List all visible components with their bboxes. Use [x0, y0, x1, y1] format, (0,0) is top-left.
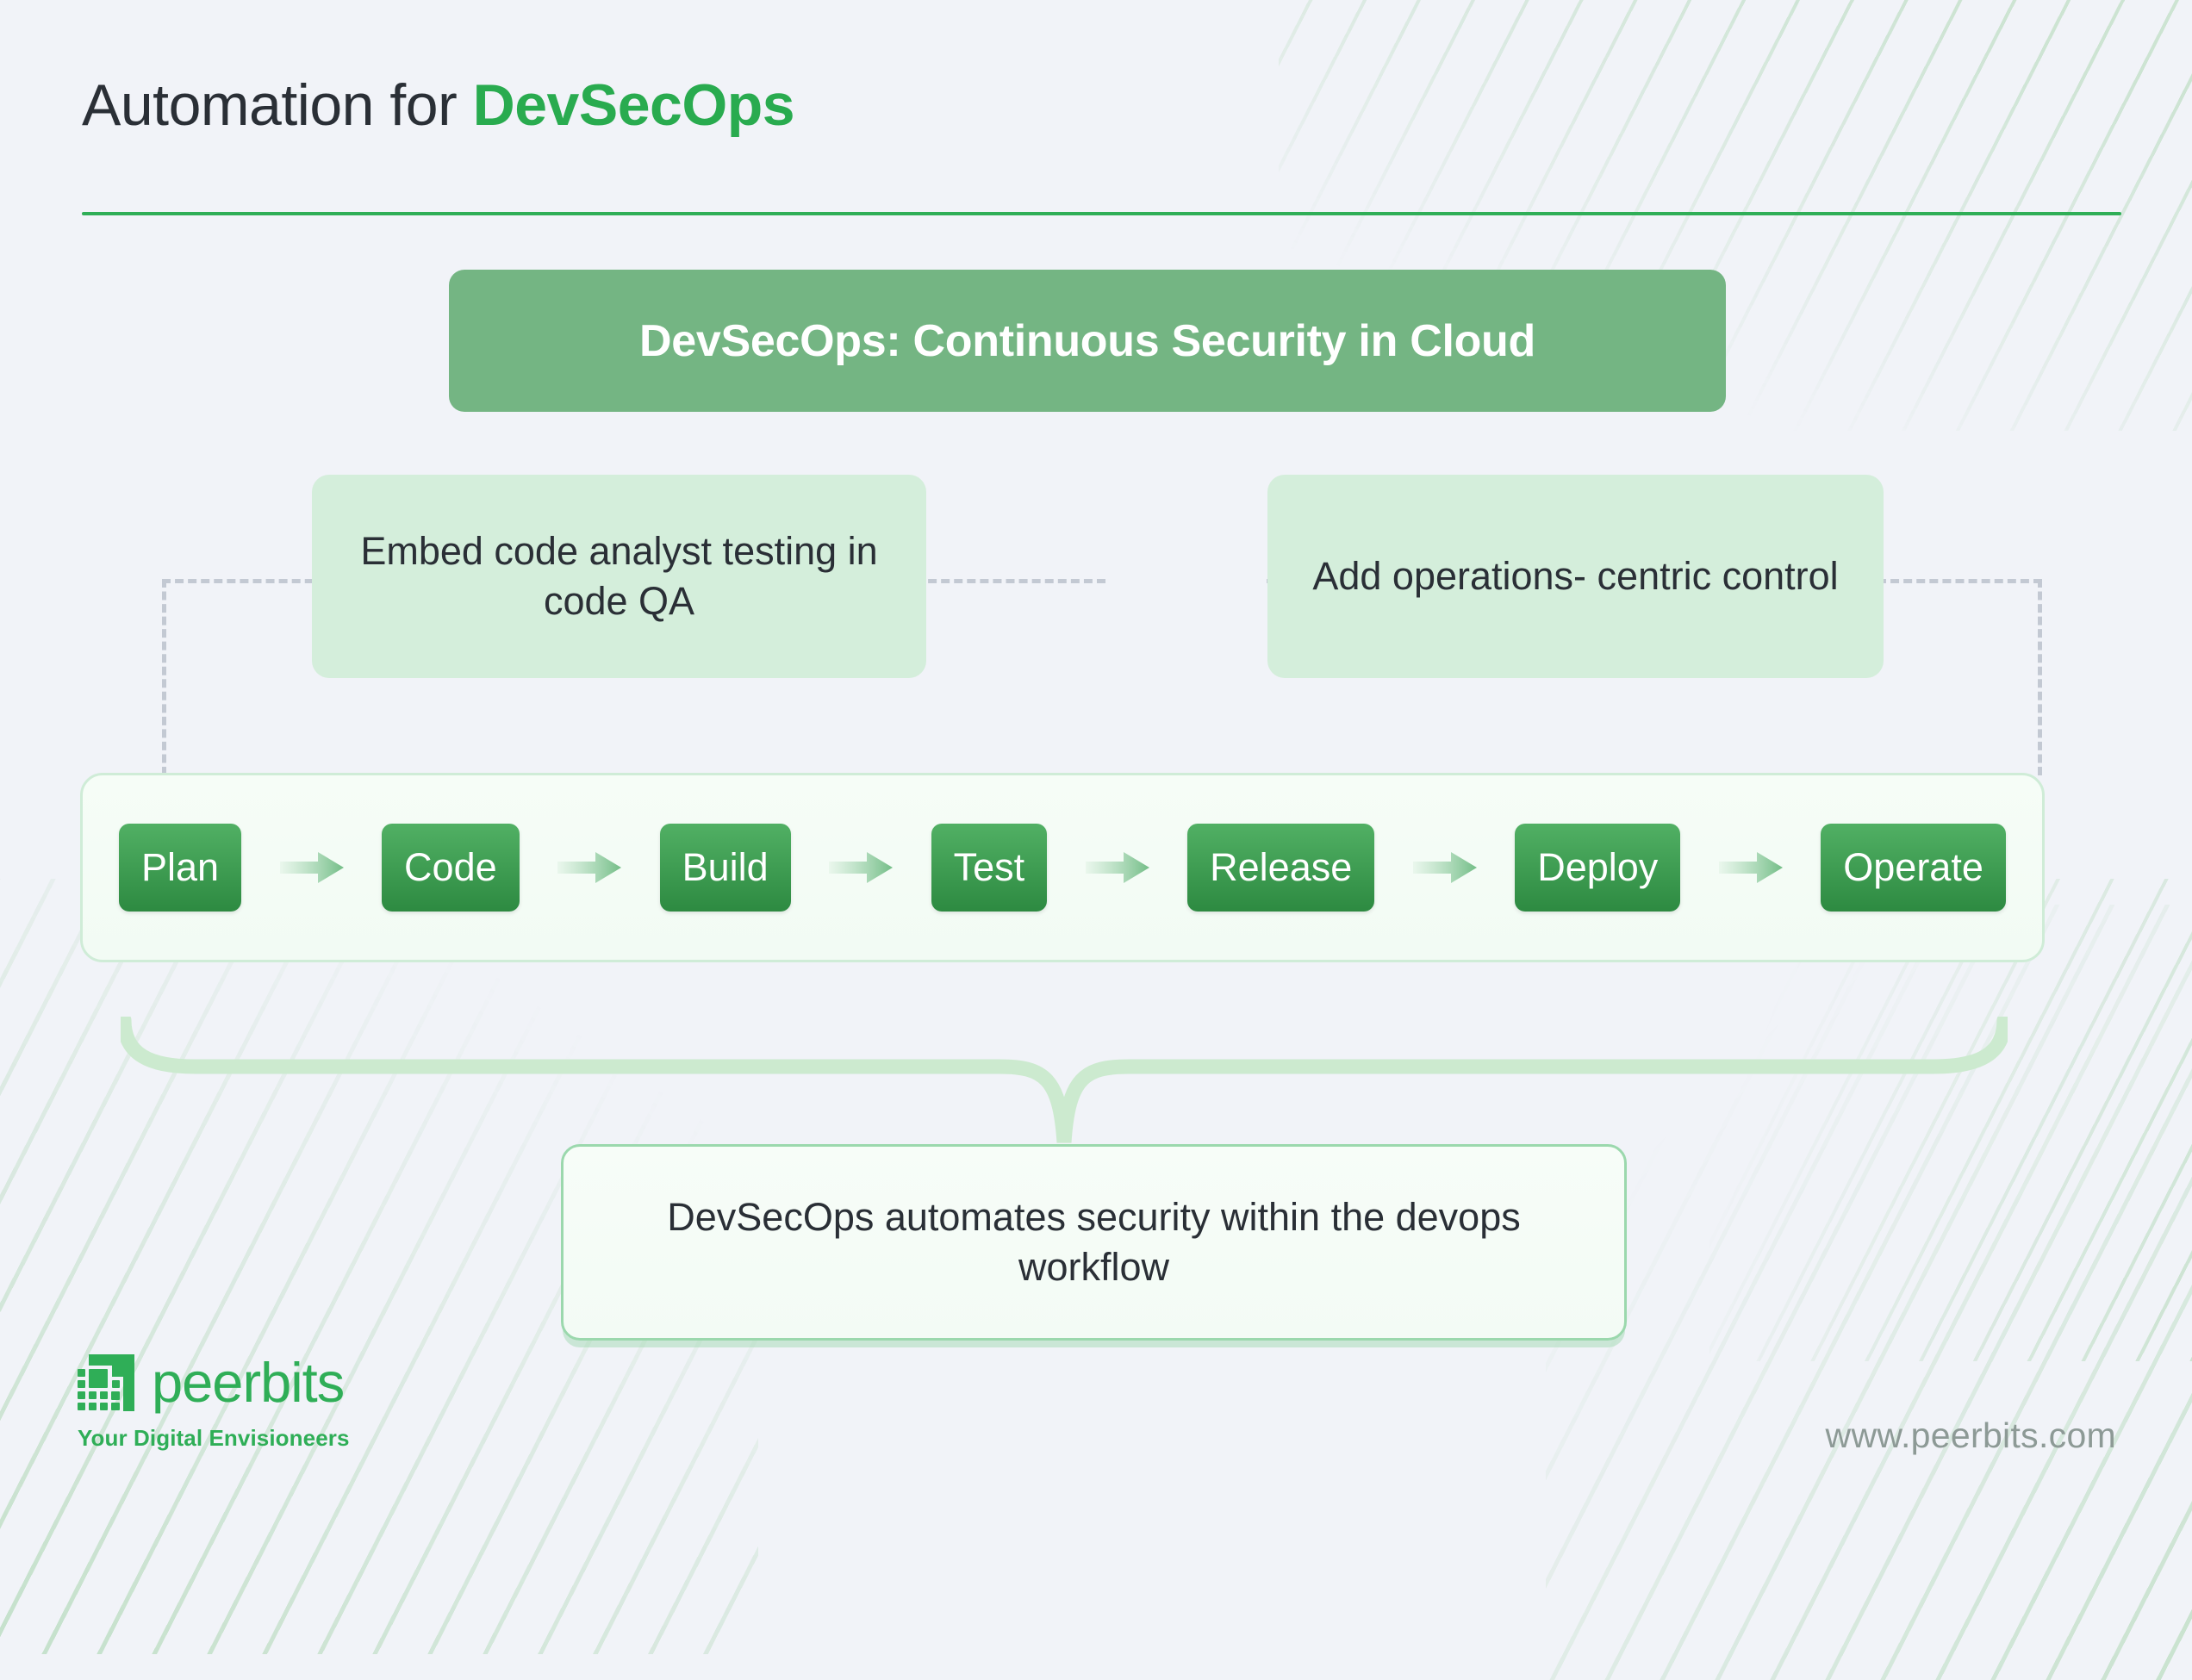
pipeline-stage-label: Plan: [141, 845, 220, 889]
pipeline-stage-deploy[interactable]: Deploy: [1515, 824, 1681, 912]
peerbits-pixel-mark-icon: [78, 1354, 134, 1411]
page-title-accent: DevSecOps: [472, 72, 795, 138]
pipeline-stage-label: Operate: [1843, 845, 1983, 889]
callout-card-embed-testing: Embed code analyst testing in code QA: [312, 475, 926, 678]
arrow-right-icon: [1718, 852, 1783, 883]
page-title-plain: Automation for: [82, 72, 473, 138]
brand-name: peerbits: [152, 1350, 345, 1414]
dashed-connector-right-vertical: [2038, 579, 2042, 775]
pipeline-stage-plan[interactable]: Plan: [119, 824, 242, 912]
pipeline-stage-build[interactable]: Build: [659, 824, 791, 912]
callout-text: Add operations- centric control: [1312, 554, 1839, 599]
banner-title: DevSecOps: Continuous Security in Cloud: [639, 315, 1535, 366]
pipeline-stage-operate[interactable]: Operate: [1821, 824, 2006, 912]
arrow-right-icon: [557, 852, 622, 883]
pipeline-stage-label: Release: [1210, 845, 1353, 889]
pipeline-stage-label: Code: [404, 845, 497, 889]
title-divider: [82, 212, 2121, 215]
pipeline-stage-label: Deploy: [1537, 845, 1659, 889]
arrow-right-icon: [829, 852, 894, 883]
infographic-canvas: Automation for DevSecOps DevSecOps: Cont…: [78, 72, 2121, 1455]
banner: DevSecOps: Continuous Security in Cloud: [449, 270, 1726, 412]
dashed-connector-left-vertical: [162, 579, 166, 775]
brand-tagline: Your Digital Envisioneers: [78, 1425, 350, 1451]
pipeline-stage-label: Test: [953, 845, 1025, 889]
callout-card-operations-control: Add operations- centric control: [1267, 475, 1884, 678]
arrow-right-icon: [1085, 852, 1149, 883]
summary-text: DevSecOps automates security within the …: [667, 1194, 1521, 1290]
pipeline-stage-code[interactable]: Code: [382, 824, 520, 912]
arrow-right-icon: [1412, 852, 1477, 883]
arrow-right-icon: [279, 852, 344, 883]
summary-card: DevSecOps automates security within the …: [561, 1144, 1627, 1341]
pipeline-stage-label: Build: [682, 845, 769, 889]
website-url: www.peerbits.com: [1825, 1416, 2116, 1455]
devops-pipeline: Plan Code Build: [80, 773, 2045, 962]
pipeline-stage-release[interactable]: Release: [1187, 824, 1375, 912]
page-title: Automation for DevSecOps: [82, 72, 795, 139]
callout-text: Embed code analyst testing in code QA: [360, 529, 878, 623]
brand-logo[interactable]: peerbits Your Digital Envisioneers: [78, 1354, 350, 1452]
pipeline-stage-test[interactable]: Test: [931, 824, 1048, 912]
brace-connector: [116, 1012, 2012, 1146]
